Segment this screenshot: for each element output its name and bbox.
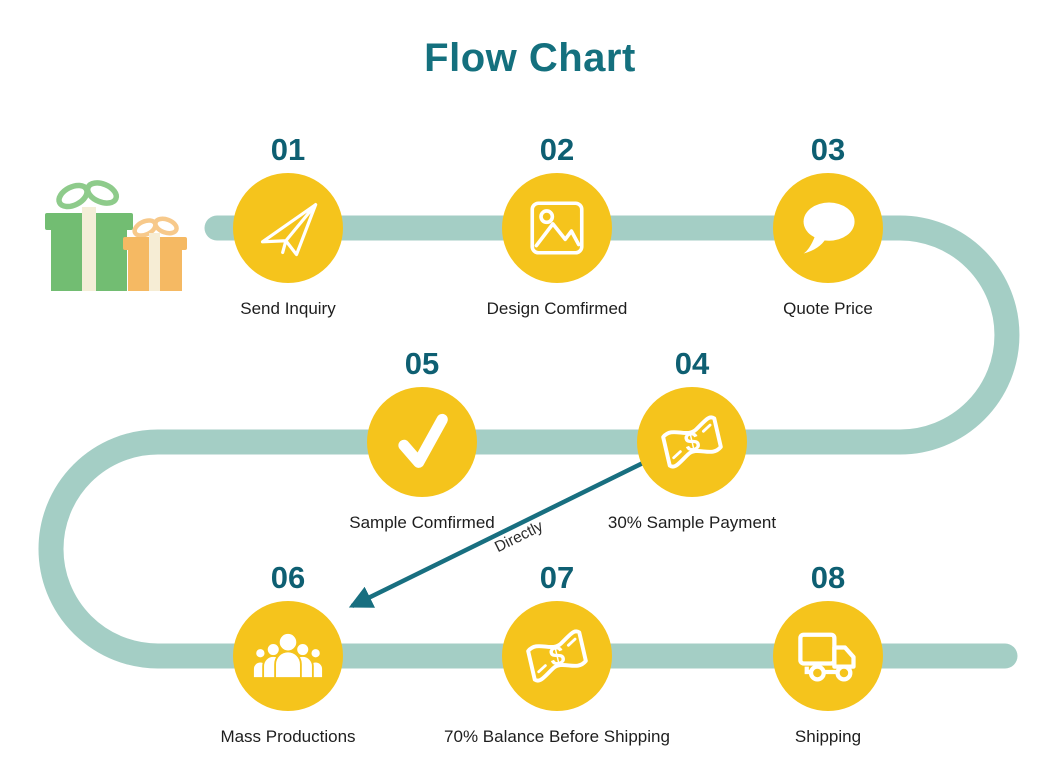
svg-text:$: $	[546, 640, 567, 673]
step-number: 07	[539, 560, 575, 595]
banknote-icon: $	[502, 601, 612, 711]
step-number: 02	[539, 132, 575, 167]
step-number: 08	[810, 560, 846, 595]
step-label: Shipping	[794, 727, 862, 746]
step-number: 05	[404, 346, 440, 381]
step-number: 06	[270, 560, 306, 595]
step-number: 03	[810, 132, 846, 167]
step-node-01: 01 Send Inquiry	[158, 130, 418, 319]
step-label: 30% Sample Payment	[607, 513, 777, 532]
step-node-04: 04 $ 30% Sample Payment	[562, 344, 822, 533]
step-number: 01	[270, 132, 306, 167]
green-gift-icon	[45, 180, 133, 291]
step-label: Quote Price	[783, 299, 873, 318]
step-node-02: 02 Design Comfirmed	[427, 130, 687, 319]
gift-boxes-illustration	[45, 180, 187, 291]
image-icon	[502, 173, 612, 283]
people-icon	[233, 601, 343, 711]
step-node-07: 07 $ 70% Balance Before Shipping	[427, 558, 687, 747]
step-node-06: 06 Mass Productions	[158, 558, 418, 747]
page-title: Flow Chart	[424, 36, 636, 80]
directly-arrow	[348, 459, 646, 609]
step-number: 04	[674, 346, 710, 381]
step-label: Design Comfirmed	[486, 299, 628, 318]
orange-gift-icon	[123, 216, 187, 291]
process-path	[38, 215, 1020, 669]
step-label: Send Inquiry	[240, 299, 336, 318]
truck-icon	[773, 601, 883, 711]
speech-bubble-icon	[773, 173, 883, 283]
step-node-03: 03 Quote Price	[698, 130, 958, 319]
step-label: 70% Balance Before Shipping	[444, 727, 670, 746]
step-label: Sample Comfirmed	[349, 513, 495, 532]
step-label: Mass Productions	[220, 727, 356, 746]
banknote-icon: $	[637, 387, 747, 497]
checkmark-icon	[367, 387, 477, 497]
svg-text:$: $	[681, 426, 702, 459]
step-node-05: 05 Sample Comfirmed	[292, 344, 552, 533]
step-node-08: 08 Shipping	[698, 558, 958, 747]
paper-plane-icon	[233, 173, 343, 283]
